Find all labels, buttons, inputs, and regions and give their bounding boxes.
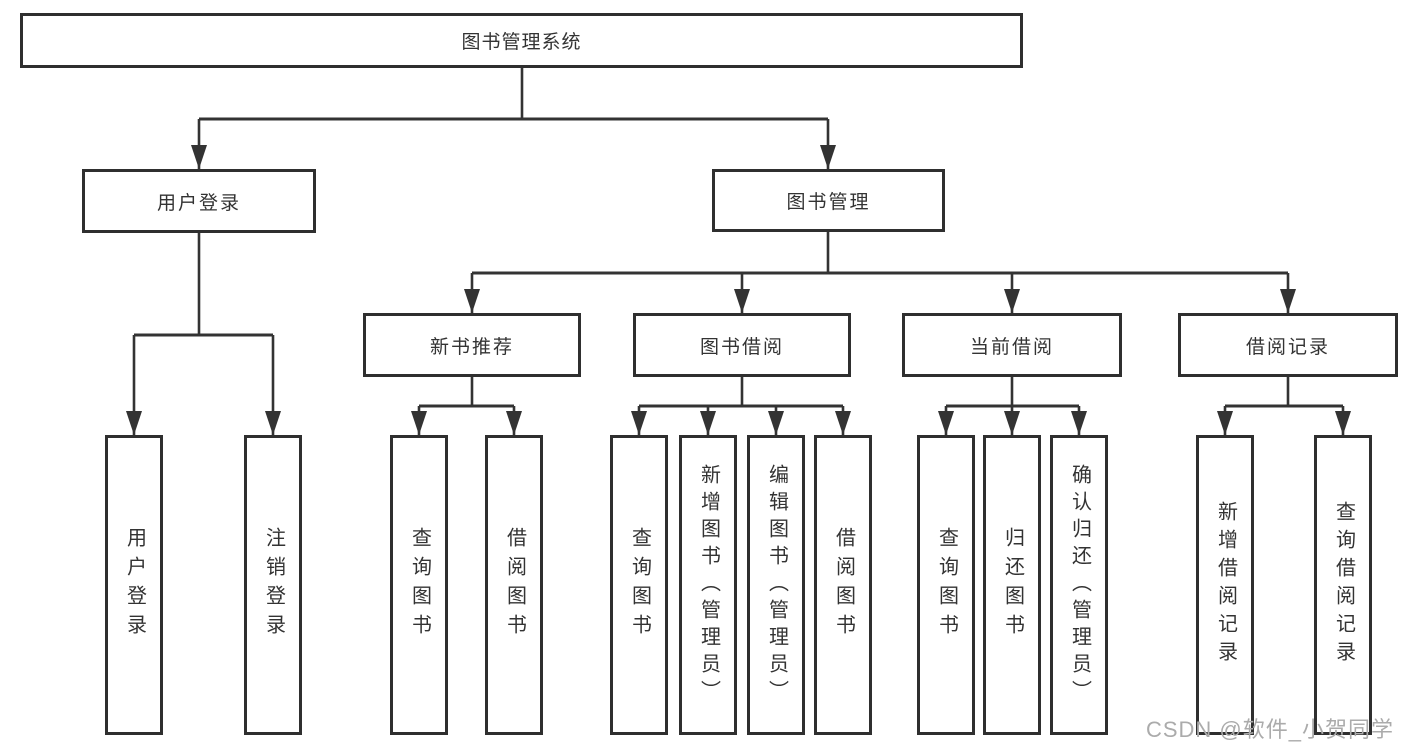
node-library-management-system: 图书管理系统 [20, 13, 1023, 68]
leaf-edit-books-admin: 编辑图书（管理员） [747, 435, 805, 735]
node-label: 用户登录 [156, 192, 241, 214]
connector-user-login-children [126, 233, 281, 435]
node-book-borrowing: 图书借阅 [633, 313, 851, 377]
node-label: 用户登录 [123, 527, 146, 643]
leaf-query-borrow-record: 查询借阅记录 [1314, 435, 1372, 735]
node-label: 查询借阅记录 [1332, 501, 1355, 669]
leaf-borrow-books-recommend: 借阅图书 [485, 435, 543, 735]
connector-new-book-children [411, 377, 522, 435]
node-label: 借阅图书 [503, 527, 526, 643]
leaf-user-login: 用户登录 [105, 435, 163, 735]
leaf-return-books: 归还图书 [983, 435, 1041, 735]
node-label: 图书借阅 [699, 336, 784, 358]
leaf-add-borrow-record: 新增借阅记录 [1196, 435, 1254, 735]
leaf-query-books-current: 查询图书 [917, 435, 975, 735]
leaf-logout: 注销登录 [244, 435, 302, 735]
node-label: 借阅图书 [832, 527, 855, 643]
leaf-query-books-recommend: 查询图书 [390, 435, 448, 735]
node-book-management: 图书管理 [712, 169, 945, 232]
node-label: 确认归还（管理员） [1068, 463, 1091, 707]
node-label: 查询图书 [628, 527, 651, 643]
node-borrowing-records: 借阅记录 [1178, 313, 1398, 377]
node-label: 新增图书（管理员） [697, 463, 720, 707]
connector-book-mgmt-children [464, 232, 1296, 313]
node-label: 图书管理系统 [461, 32, 582, 53]
node-label: 新增借阅记录 [1214, 501, 1237, 669]
node-label: 注销登录 [262, 527, 285, 643]
leaf-add-books-admin: 新增图书（管理员） [679, 435, 737, 735]
node-label: 查询图书 [935, 527, 958, 643]
connector-records-children [1217, 377, 1351, 435]
connector-root-to-level2 [191, 68, 836, 169]
leaf-confirm-return-admin: 确认归还（管理员） [1050, 435, 1108, 735]
leaf-query-books-borrowing: 查询图书 [610, 435, 668, 735]
node-label: 当前借阅 [969, 336, 1054, 358]
node-label: 编辑图书（管理员） [765, 463, 788, 707]
node-label: 查询图书 [408, 527, 431, 643]
node-label: 借阅记录 [1245, 336, 1330, 358]
node-label: 新书推荐 [429, 336, 514, 358]
connector-borrowing-children [631, 377, 851, 435]
connector-current-children [938, 377, 1087, 435]
node-user-login: 用户登录 [82, 169, 316, 233]
node-current-borrowing: 当前借阅 [902, 313, 1122, 377]
node-label: 归还图书 [1001, 527, 1024, 643]
node-new-book-recommendation: 新书推荐 [363, 313, 581, 377]
leaf-borrow-books: 借阅图书 [814, 435, 872, 735]
node-label: 图书管理 [786, 192, 871, 213]
